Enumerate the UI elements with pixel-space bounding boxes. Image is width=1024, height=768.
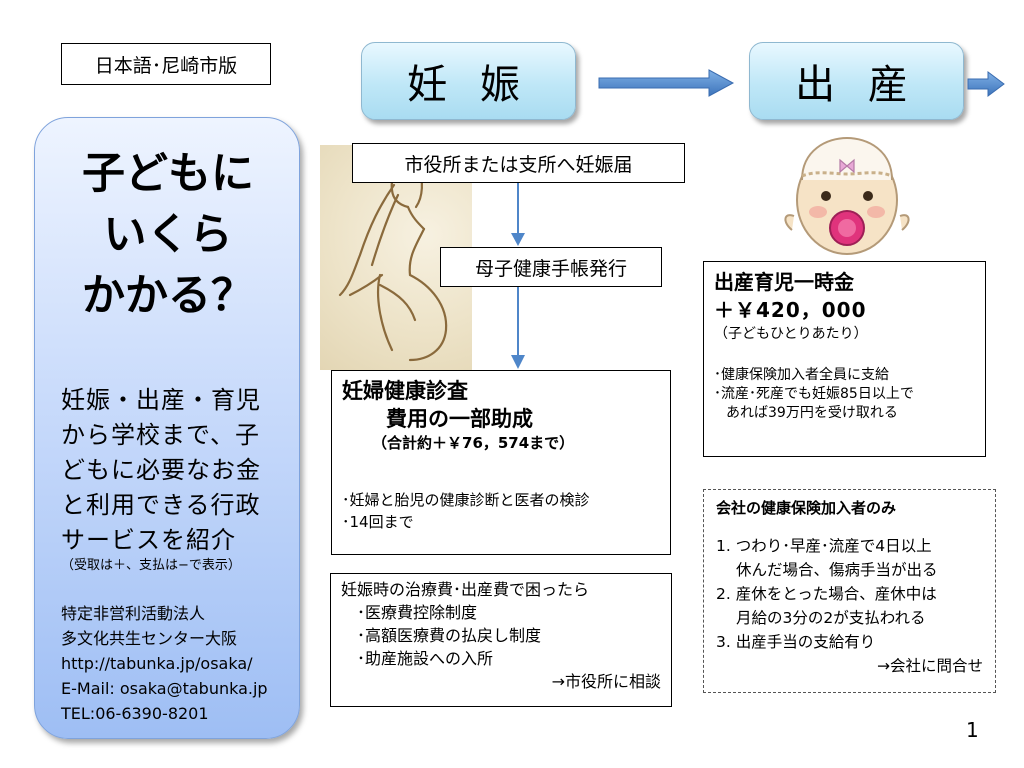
sidebar-desc-line: から学校まで、子 [61,418,291,453]
company-item: 月給の3分の2が支払われる [716,606,983,630]
org-name-line: 特定非営利活動法人 [61,601,268,626]
trouble-item: ･助産施設への入所 [341,647,661,670]
financial-trouble-box: 妊娠時の治療費･出産費で困ったら ･医療費控除制度 ･高額医療費の払戻し制度 ･… [330,573,672,707]
sidebar-desc-line: サービスを紹介 [61,523,291,558]
stage-arrow-icon [966,70,1006,98]
trouble-heading: 妊娠時の治療費･出産費で困ったら [341,578,661,601]
sidebar-panel: 子どもに いくら かかる？ 妊娠・出産・育児 から学校まで、子 どもに必要なお金… [34,117,300,739]
checkup-subtitle: 費用の一部助成 [342,405,660,433]
stage-pregnancy: 妊 娠 [361,42,576,120]
trouble-item: ･医療費控除制度 [341,601,661,624]
lump-sum-title: 出産育児一時金 [714,268,975,296]
company-item: 2. 産休をとった場合、産休中は [716,582,983,606]
sidebar-desc-line: どもに必要なお金 [61,453,291,488]
sidebar-title: 子どもに いくら かかる？ [35,144,301,327]
pregnancy-notification-step: 市役所または支所へ妊娠届 [352,143,685,183]
lump-sum-amount: ＋￥420，000 [714,296,975,324]
org-name-line: 多文化共生センター大阪 [61,626,268,651]
edition-label: 日本語･尼崎市版 [61,43,271,85]
sidebar-desc-line: と利用できる行政 [61,488,291,523]
sidebar-title-line: いくら [35,205,301,266]
lump-sum-bullet: ･流産･死産でも妊娠85日以上で [714,385,975,404]
sidebar-desc-line: 妊娠・出産・育児 [61,383,291,418]
checkup-amount: （合計約＋￥76，574まで） [342,433,660,453]
sidebar-title-line: かかる？ [35,266,301,327]
sidebar-title-line: 子どもに [35,144,301,205]
company-item: 休んだ場合、傷病手当が出る [716,558,983,582]
maternal-handbook-step: 母子健康手帳発行 [440,247,662,287]
org-url[interactable]: http://tabunka.jp/osaka/ [61,651,268,676]
company-action: →会社に問合せ [716,654,983,678]
lump-sum-note: （子どもひとりあたり） [714,324,975,344]
stage-arrow-icon [597,68,737,98]
org-email[interactable]: E-Mail: osaka@tabunka.jp [61,676,268,701]
organization-info: 特定非営利活動法人 多文化共生センター大阪 http://tabunka.jp/… [61,601,268,726]
childbirth-lump-sum-box: 出産育児一時金 ＋￥420，000 （子どもひとりあたり） ･健康保険加入者全員… [703,261,986,457]
page-number: 1 [966,718,979,742]
lump-sum-bullet: あれば39万円を受け取れる [714,404,975,423]
checkup-bullet: ･14回まで [342,511,660,533]
prenatal-checkup-box: 妊婦健康診査 費用の一部助成 （合計約＋￥76，574まで） ･妊婦と胎児の健康… [331,370,671,555]
flow-arrow-icon [508,287,528,370]
stage-birth: 出 産 [749,42,964,120]
company-item: 1. つわり･早産･流産で4日以上 [716,534,983,558]
lump-sum-bullet: ･健康保険加入者全員に支給 [714,366,975,385]
sidebar-note: （受取は＋、支払は−で表示） [61,554,301,573]
company-heading: 会社の健康保険加入者のみ [716,496,983,520]
org-phone: TEL:06-6390-8201 [61,701,268,726]
baby-illustration [782,130,912,262]
company-insurance-box: 会社の健康保険加入者のみ 1. つわり･早産･流産で4日以上 休んだ場合、傷病手… [703,489,996,693]
checkup-title: 妊婦健康診査 [342,377,660,405]
flow-arrow-icon [508,183,528,247]
trouble-action: →市役所に相談 [341,670,661,693]
checkup-bullet: ･妊婦と胎児の健康診断と医者の検診 [342,489,660,511]
sidebar-description: 妊娠・出産・育児 から学校まで、子 どもに必要なお金 と利用できる行政 サービス… [61,383,291,558]
trouble-item: ･高額医療費の払戻し制度 [341,624,661,647]
company-item: 3. 出産手当の支給有り [716,630,983,654]
